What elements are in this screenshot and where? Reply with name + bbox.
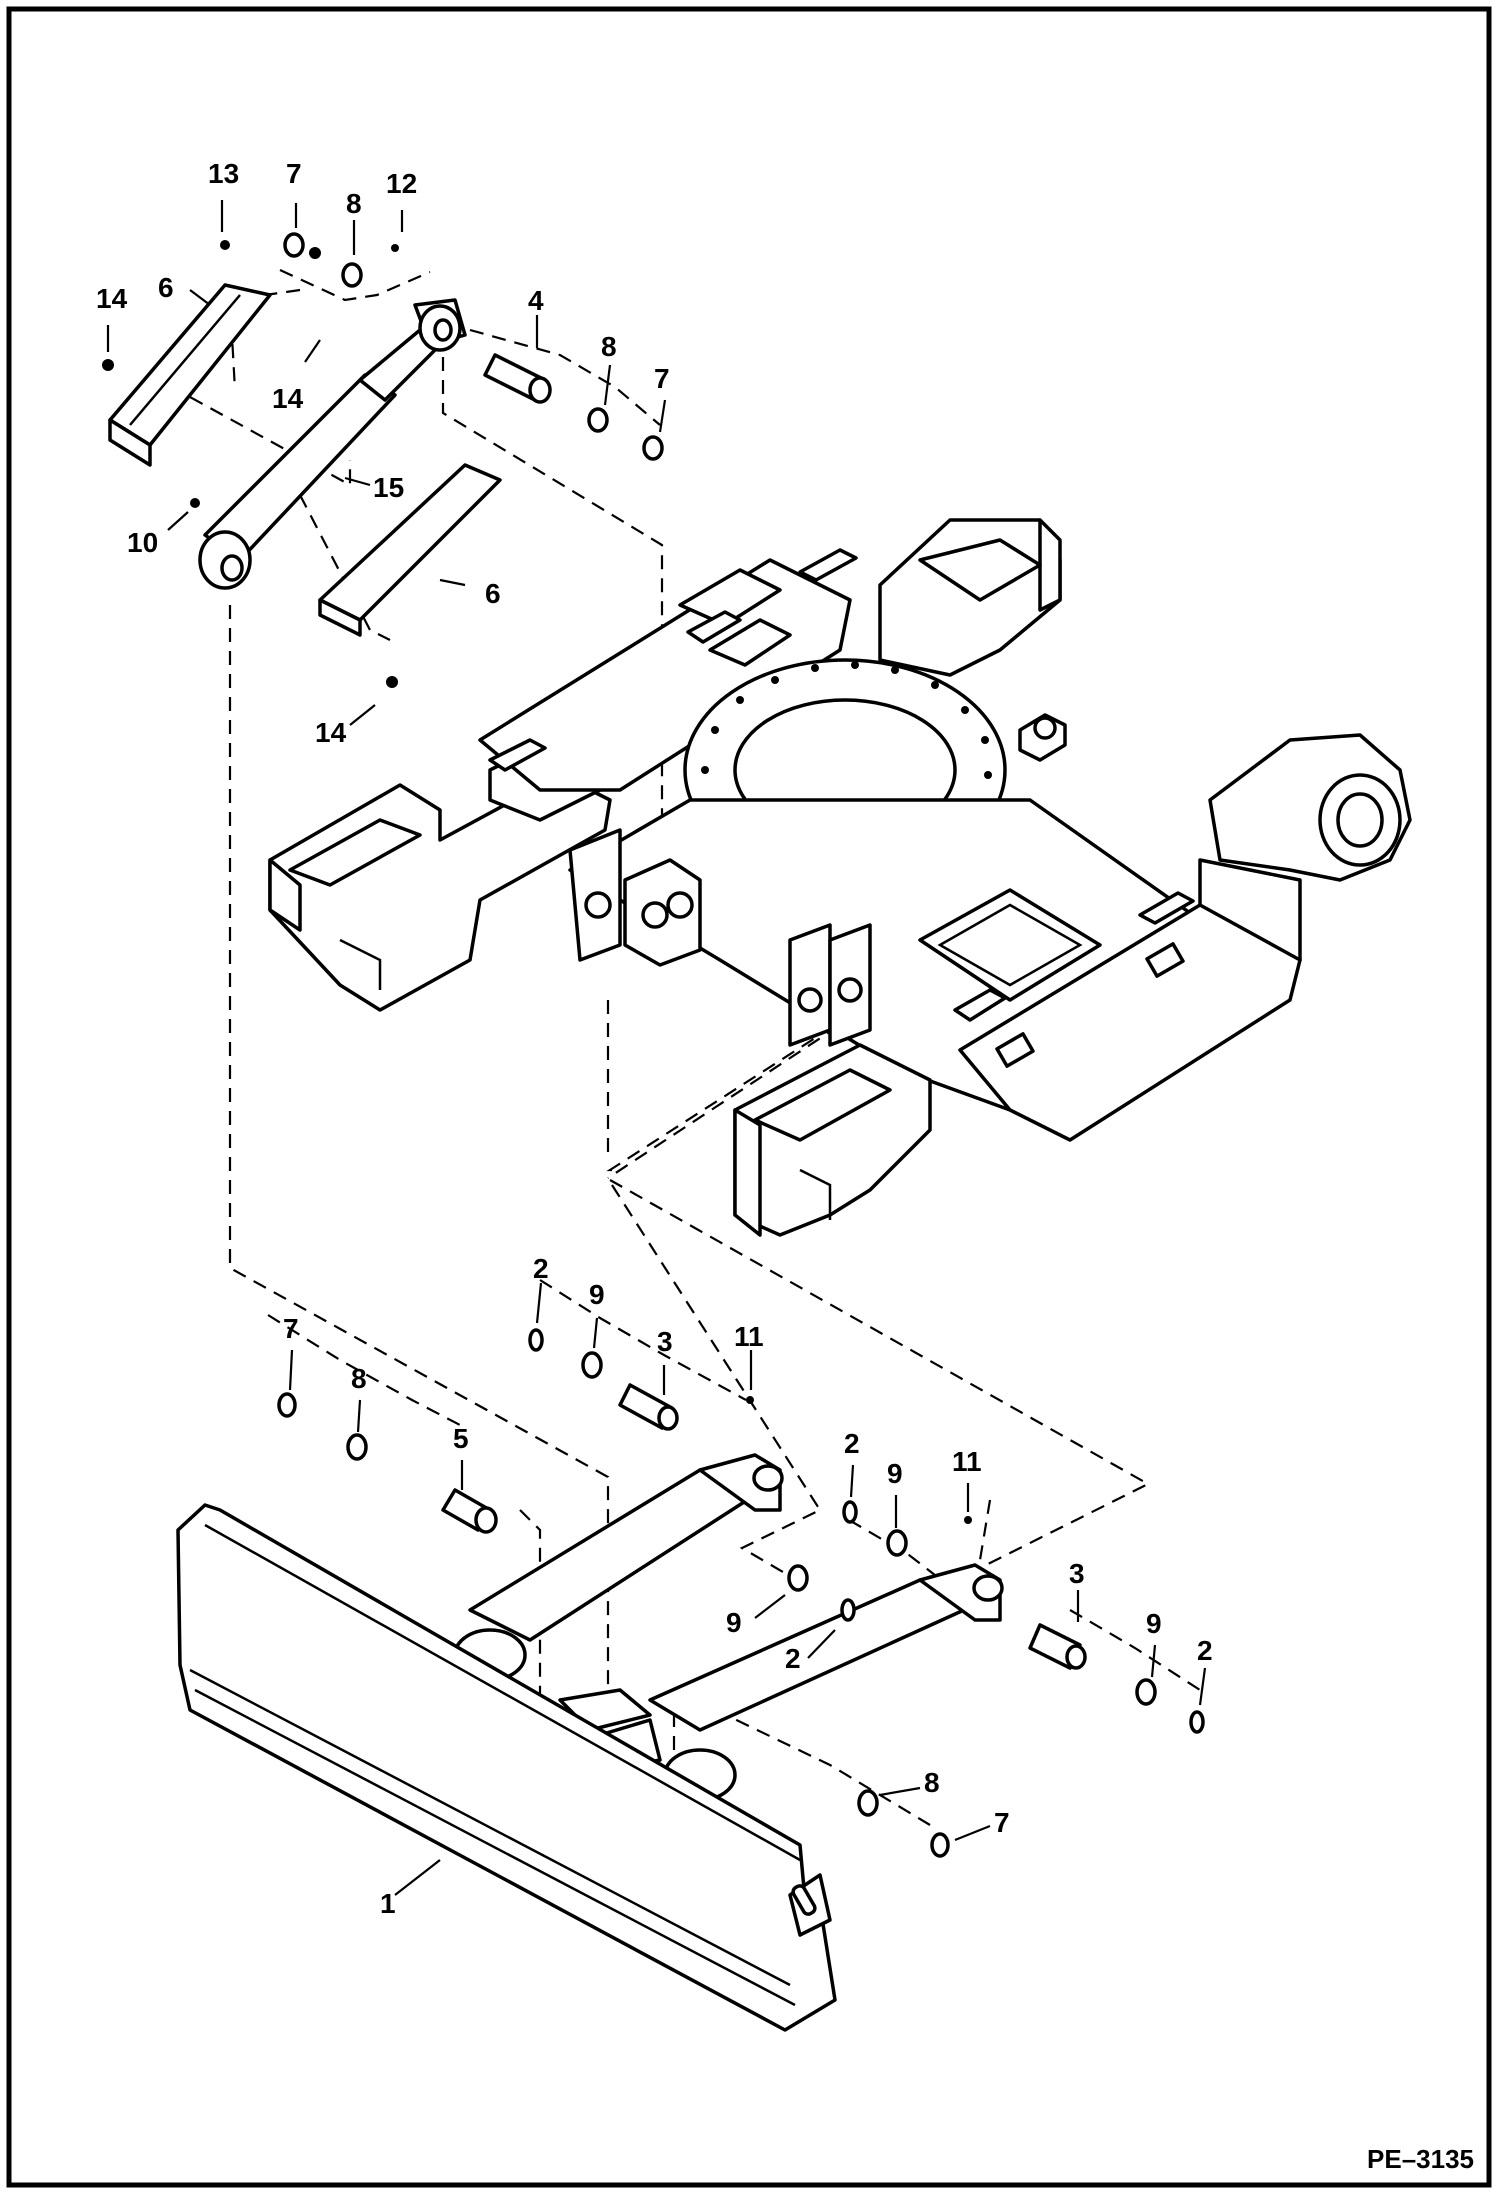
callout-leader-lines <box>106 200 1207 1896</box>
callout-11: 11 <box>734 1321 764 1352</box>
callout-14: 14 <box>272 383 304 414</box>
callout-2: 2 <box>1197 1635 1213 1666</box>
callout-7: 7 <box>654 363 670 394</box>
callout-14: 14 <box>315 717 347 748</box>
callout-2: 2 <box>844 1428 860 1459</box>
callout-labels: 13 7 12 8 14 6 4 8 7 14 15 10 6 14 2 9 3… <box>96 158 1213 1919</box>
callout-7: 7 <box>286 158 302 189</box>
callout-8: 8 <box>351 1363 367 1394</box>
blade-cylinder-assembly <box>102 232 664 688</box>
page-border <box>6 6 1492 2188</box>
cylinder-guard-lower <box>318 463 502 622</box>
callout-14: 14 <box>96 283 128 314</box>
callout-9: 9 <box>726 1607 742 1638</box>
callout-15: 15 <box>373 472 404 503</box>
callout-11: 11 <box>952 1446 982 1477</box>
callout-5: 5 <box>453 1423 469 1454</box>
callout-6: 6 <box>485 578 501 609</box>
callout-8: 8 <box>924 1767 940 1798</box>
callout-13: 13 <box>208 158 239 189</box>
callout-6: 6 <box>158 272 174 303</box>
callout-2: 2 <box>785 1643 801 1674</box>
figure-code: PE–3135 <box>1367 2144 1474 2174</box>
callout-9: 9 <box>1146 1608 1162 1639</box>
callout-9: 9 <box>589 1279 605 1310</box>
callout-1: 1 <box>380 1888 396 1919</box>
callout-7: 7 <box>283 1313 299 1344</box>
callout-3: 3 <box>657 1326 673 1357</box>
callout-3: 3 <box>1069 1558 1085 1589</box>
callout-12: 12 <box>386 168 417 199</box>
callout-8: 8 <box>346 188 362 219</box>
callout-4: 4 <box>528 285 544 316</box>
callout-8: 8 <box>601 331 617 362</box>
callout-9: 9 <box>887 1458 903 1489</box>
dozer-blade <box>176 1503 837 2032</box>
callout-7: 7 <box>994 1807 1010 1838</box>
dozer-blade-assembly <box>176 1328 1205 2032</box>
callout-2: 2 <box>533 1253 549 1284</box>
callout-10: 10 <box>127 527 158 558</box>
undercarriage-frame <box>268 518 1412 1237</box>
